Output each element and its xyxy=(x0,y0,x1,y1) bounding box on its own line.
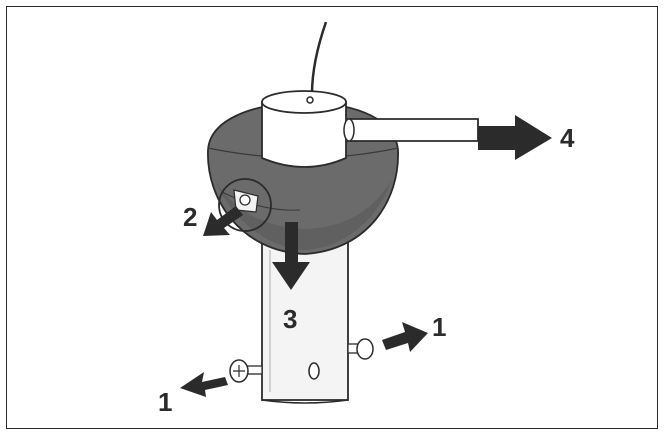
step-label-3: 3 xyxy=(283,304,297,334)
arrow-step-4 xyxy=(478,115,552,160)
cap-top xyxy=(261,90,347,114)
screw-head xyxy=(239,194,251,206)
screw-magnifier-ring xyxy=(218,178,272,232)
arrow-step-1-right xyxy=(382,322,428,352)
arm xyxy=(346,118,479,142)
pole-hole xyxy=(308,362,320,380)
pole-bottom-edge xyxy=(261,399,349,404)
arrow-step-3 xyxy=(272,222,310,290)
cable xyxy=(310,21,328,95)
step-label-1-left: 1 xyxy=(158,387,172,417)
cap-body xyxy=(261,101,347,168)
arrow-step-1-left xyxy=(180,372,228,397)
arm-end xyxy=(343,118,355,142)
right-screw-head xyxy=(356,338,374,360)
step-label-2: 2 xyxy=(183,202,197,232)
left-screw-slot xyxy=(233,365,245,377)
cap-cable-entry xyxy=(306,96,314,104)
dome-seam xyxy=(221,191,301,211)
arrow-step-2 xyxy=(203,206,243,236)
step-label-4: 4 xyxy=(560,123,575,153)
dome-shadow xyxy=(215,180,392,250)
step-label-1-right: 1 xyxy=(432,312,446,342)
